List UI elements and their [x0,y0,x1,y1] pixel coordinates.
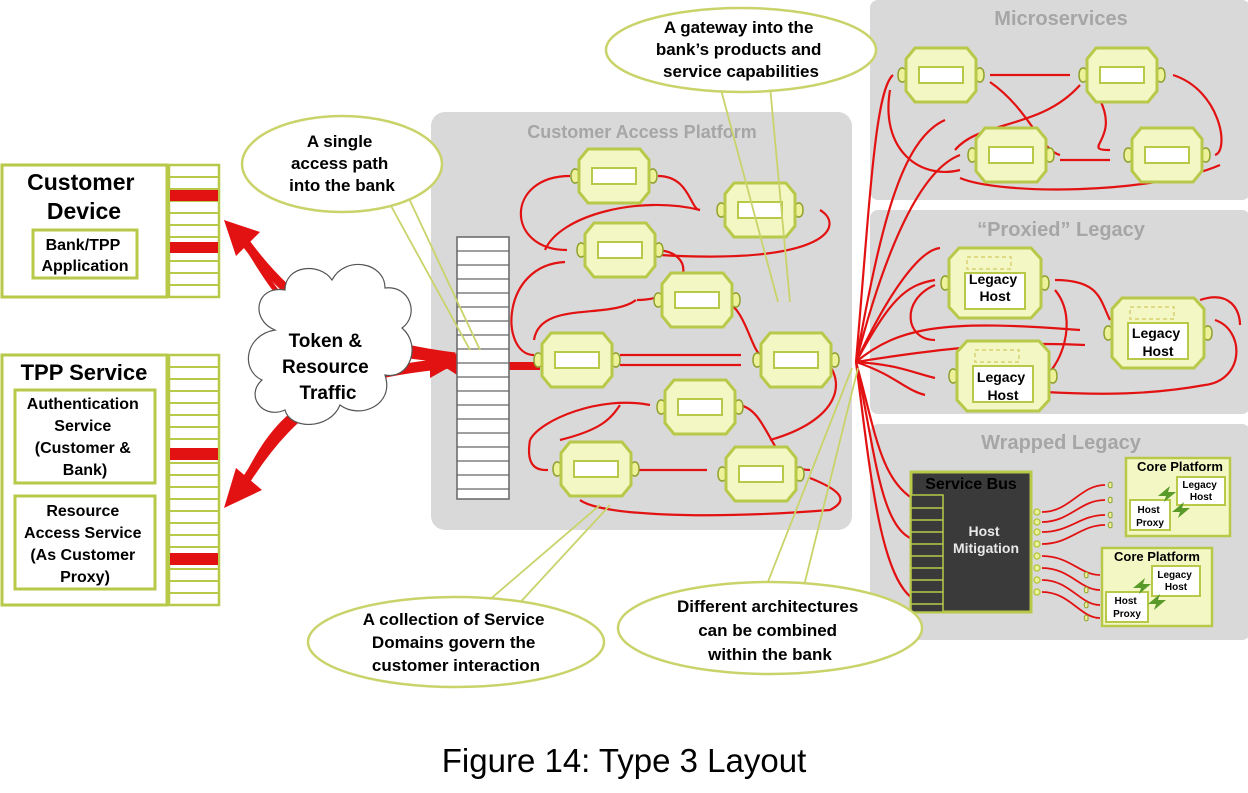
service-bus-box [909,470,1041,614]
core-platform-title: Core Platform [1137,459,1223,474]
authentication-service-label: Authentication Service (Customer & Bank) [27,396,143,479]
service-domain-module [652,271,742,329]
microservice-module [966,126,1056,184]
host-mitigation-label: Host Mitigation [953,523,1019,556]
microservice-module [1077,46,1167,104]
microservice-module [1122,126,1212,184]
wrapped-legacy-title: Wrapped Legacy [981,432,1142,454]
architecture-diagram: Customer Access Platform Microservices “… [0,0,1248,689]
legacy-host-label: Legacy Host [1132,325,1184,359]
service-domain-module [569,147,659,205]
cloud-label: Token & Resource Traffic [282,331,374,404]
core-host-proxy-label: Host Proxy [1113,596,1141,620]
arrow-head-tpp [224,468,262,508]
core-platform-box [1107,456,1232,538]
legacy-host-label: Legacy Host [969,271,1021,304]
customer-device-stack [167,163,221,299]
arrow-head-entry-right [430,350,455,378]
figure-caption: Figure 14: Type 3 Layout [441,742,807,779]
legacy-host-label: Legacy Host [977,369,1029,403]
proxied-legacy-title: “Proxied” Legacy [977,219,1146,241]
core-host-proxy-label: Host Proxy [1136,505,1164,529]
arrow-head-customer [224,220,260,256]
bank-tpp-application-box [31,228,139,280]
core-platform-title: Core Platform [1114,549,1200,564]
single-access-path-callout [240,114,444,214]
gateway-text: A gateway into the bank’s products and s… [656,18,826,81]
service-domain-module [655,378,745,436]
tpp-service-stack [167,353,221,607]
resource-access-service-box [13,494,157,591]
platform-title: Customer Access Platform [527,122,756,142]
resource-access-service-label: Resource Access Service (As Customer Pro… [24,503,146,586]
core-legacy-host-label: Legacy Host [1157,570,1194,593]
service-domain-module [716,445,806,503]
wrapped-connections [1041,484,1106,619]
bank-tpp-application-label: Bank/TPP Application [41,237,128,275]
service-domain-module [575,221,665,279]
gateway-callout [604,6,878,94]
service-bus-title: Service Bus [925,476,1017,493]
core-platform-box [1083,546,1214,628]
customer-device-title: Customer Device [27,169,141,224]
callout-pointers [384,85,859,609]
single-access-path-text: A single access path into the bank [289,132,395,195]
service-domain-module [551,440,641,498]
architectures-text: Different architectures can be combined … [677,597,863,664]
service-domains-callout [306,595,606,689]
service-domain-module [532,331,622,389]
core-legacy-host-label: Legacy Host [1182,480,1219,503]
microservice-module [896,46,986,104]
service-domains-text: A collection of Service Domains govern t… [363,610,549,675]
cloud-shape [247,263,413,425]
gateway-fanout [854,74,1086,601]
access-path-stack [456,236,510,500]
architectures-callout [616,580,924,676]
authentication-service-box [13,388,157,485]
gateway-module [751,331,841,389]
microservices-title: Microservices [994,8,1127,30]
tpp-service-title: TPP Service [21,360,148,385]
service-domain-module [715,181,805,239]
